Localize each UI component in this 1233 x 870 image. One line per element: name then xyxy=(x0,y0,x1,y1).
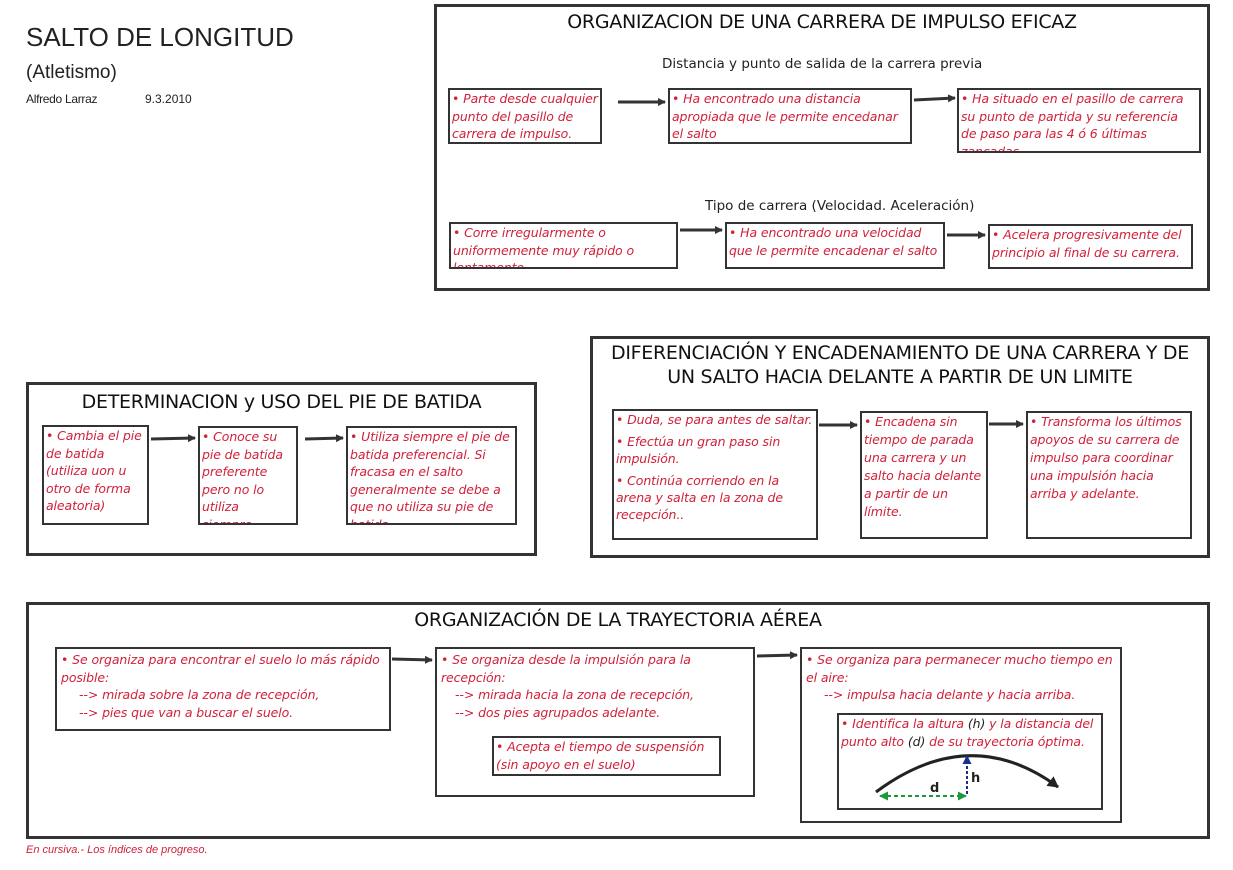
pie-box-3: • Utiliza siempre el pie de batida prefe… xyxy=(346,426,517,525)
inner-text-a: • Identifica la altura xyxy=(841,716,968,731)
inner-text-c: de su trayectoria óptima. xyxy=(925,734,1085,749)
enc-item-1: • Duda, se para antes de saltar. xyxy=(616,412,813,427)
tray-box-1-lead: • Se organiza para encontrar el suelo lo… xyxy=(61,652,380,685)
carrera-box-4: • Corre irregularmente o uniformemente m… xyxy=(449,222,678,269)
carrera-box-3: • Ha situado en el pasillo de carrera su… xyxy=(957,88,1201,153)
footnote: En cursiva.- Los índices de progreso. xyxy=(26,844,208,856)
arrow-p2-p3 xyxy=(304,434,344,443)
tray-box-3-item-1: --> impulsa hacia delante y hacia arriba… xyxy=(824,687,1076,702)
carrera-box-2: • Ha encontrado una distancia apropiada … xyxy=(668,88,912,144)
carrera-box-1: • Parte desde cualquier punto del pasill… xyxy=(448,88,602,144)
pie-box-1: • Cambia el pie de batida (utiliza uon u… xyxy=(42,425,149,525)
inner-text-b: y la distancia del punto alto xyxy=(841,716,1094,749)
enc-box-3: • Transforma los últimos apoyos de su ca… xyxy=(1026,411,1192,539)
inner-h: (h) xyxy=(967,716,986,731)
enc-box-2: • Encadena sin tiempo de parada una carr… xyxy=(860,411,988,539)
arrow-p1-p2 xyxy=(150,434,196,443)
panel-enc-title-2: UN SALTO HACIA DELANTE A PARTIR DE UN LI… xyxy=(667,366,1133,388)
panel-pie-title: DETERMINACION y USO DEL PIE DE BATIDA xyxy=(81,391,482,413)
enc-item-2: • Efectúa un gran paso sin impulsión. xyxy=(616,434,781,466)
carrera-box-6: • Acelera progresivamente del principio … xyxy=(988,224,1193,269)
row2-label: Tipo de carrera (Velocidad. Aceleración) xyxy=(705,198,975,214)
tray-box-1-item-1: --> mirada sobre la zona de recepción, xyxy=(79,687,320,702)
tray-box-1: • Se organiza para encontrar el suelo lo… xyxy=(55,647,391,731)
inner-d: (d) xyxy=(907,734,926,749)
tray-box-2-item-1: --> mirada hacia la zona de recepción, xyxy=(455,687,694,702)
tray-box-2-lead: • Se organiza desde la impulsión para la… xyxy=(441,652,691,685)
label-d: d xyxy=(930,781,939,796)
panel-tray-title: ORGANIZACIÓN DE LA TRAYECTORIA AÉREA xyxy=(414,609,822,631)
arrow-t1-t2 xyxy=(391,655,433,664)
page-title: SALTO DE LONGITUD xyxy=(26,22,294,52)
tray-box-3-lead: • Se organiza para permanecer mucho tiem… xyxy=(806,652,1113,685)
pie-box-2: • Conoce su pie de batida preferente per… xyxy=(198,426,298,525)
label-h: h xyxy=(971,771,980,786)
panel-enc-title-1: DIFERENCIACIÓN Y ENCADENAMIENTO DE UNA C… xyxy=(611,342,1189,364)
tray-box-2-inner: • Acepta el tiempo de suspensión (sin ap… xyxy=(492,736,721,776)
author: Alfredo Larraz xyxy=(26,92,98,106)
arrow-c2-c3 xyxy=(913,94,956,103)
enc-item-3: • Continúa corriendo en la arena y salta… xyxy=(616,473,783,522)
date: 9.3.2010 xyxy=(145,92,192,106)
tray-box-1-item-2: --> pies que van a buscar el suelo. xyxy=(79,704,294,720)
arrow-t2-t3 xyxy=(756,651,798,660)
page-subtitle: (Atletismo) xyxy=(26,62,117,83)
carrera-box-5: • Ha encontrado una velocidad que le per… xyxy=(725,222,945,269)
panel-carrera-title: ORGANIZACION DE UNA CARRERA DE IMPULSO E… xyxy=(567,11,1077,33)
tray-box-2-item-2: --> dos pies agrupados adelante. xyxy=(455,704,661,720)
enc-box-1: • Duda, se para antes de saltar. • Efect… xyxy=(612,409,818,540)
row1-label: Distancia y punto de salida de la carrer… xyxy=(662,56,983,72)
